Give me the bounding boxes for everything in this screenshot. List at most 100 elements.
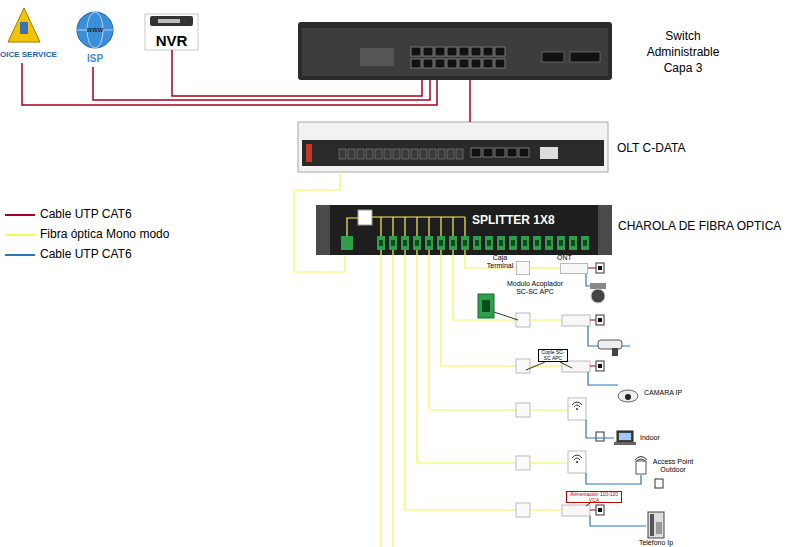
ont-device (562, 315, 590, 326)
olt-panel (540, 147, 558, 159)
cable-connector (22, 63, 437, 105)
node-label: Access Point Outdoor (648, 458, 698, 474)
node-label: NVR (145, 32, 198, 49)
node-label: Alimentación 110-120 VCA (567, 492, 621, 503)
legend-text: Cable UTP CAT6 (40, 247, 132, 261)
ip-phone: Teléfono Ip (646, 511, 666, 539)
node-label: ISP (75, 53, 115, 65)
splitter-box (358, 210, 372, 225)
fiber-patch (530, 320, 568, 510)
fiber-wire (372, 217, 465, 236)
terminal-box (516, 503, 530, 517)
node-label: OLT C-DATA (617, 142, 685, 156)
power-plug (596, 263, 604, 273)
node-label: Switch Administrable Capa 3 (640, 28, 726, 76)
node-label: ONT (557, 254, 572, 262)
cable-connector (469, 80, 471, 122)
switch-leds (360, 48, 394, 66)
terminal-box: Caja Terminal (516, 261, 530, 275)
laptop (619, 433, 631, 440)
wifi-ont (568, 398, 586, 420)
terminal-box (516, 313, 530, 327)
cable-connector (172, 50, 422, 96)
legend-item: Cable UTP CAT6 (0, 207, 200, 223)
outlet-icon (596, 432, 604, 441)
utp-cable (586, 274, 646, 526)
ip-phone (650, 514, 654, 536)
power-callout: Alimentación 110-120 VCA (566, 491, 622, 503)
olt-front (302, 140, 604, 166)
cable-connector (93, 67, 430, 100)
node-label: CHAROLA DE FIBRA OPTICA (618, 220, 781, 234)
terminal-box (516, 359, 530, 373)
power-plug (596, 505, 604, 515)
legend-item: Fibra óptica Mono modo (0, 227, 200, 243)
ip-camera: CAMARA IP (618, 389, 638, 404)
fiber-wire (347, 218, 358, 236)
access-point: Access Point Outdoor (634, 457, 648, 474)
isp-globe (77, 12, 113, 48)
olt-accent (306, 144, 312, 162)
wifi-symbol (576, 461, 578, 463)
switch-front (302, 28, 608, 76)
isp-globe: wwwISP (75, 5, 115, 67)
terminal-box (516, 403, 530, 417)
legend-text: Cable UTP CAT6 (40, 207, 132, 221)
nvr-box (145, 14, 198, 50)
ont-device: ONT (560, 263, 588, 274)
nvr-device (158, 19, 180, 23)
nvr-box: NVR (145, 14, 198, 50)
leader-line (526, 362, 572, 370)
ont-device (562, 361, 590, 372)
node-label: Teléfono Ip (630, 539, 682, 547)
laptop (614, 442, 636, 445)
outlet-icon (655, 479, 663, 488)
ip-phone (648, 512, 664, 538)
leader-line (586, 503, 590, 506)
cable-connector (530, 267, 560, 268)
fiber-wire (381, 250, 516, 547)
dome-camera (618, 390, 638, 402)
olt-body (298, 122, 608, 172)
node-label: SPLITTER 1X8 (472, 214, 555, 228)
laptop (617, 431, 633, 442)
olt-device: OLT C-DATA (298, 122, 608, 172)
node-label: Caja Terminal (486, 254, 514, 270)
wifi-symbol (576, 408, 578, 410)
laptop: Indoor (614, 431, 636, 446)
dome-camera (625, 394, 631, 400)
wifi-ont (568, 451, 586, 473)
power-cable (588, 268, 596, 510)
ip-phone (656, 522, 662, 534)
olt-ethernet-ports (470, 147, 530, 159)
power-plug (598, 364, 602, 368)
ont-device (562, 505, 590, 516)
power-plug (596, 315, 604, 325)
power-plug (598, 508, 602, 512)
switch-sfp (570, 52, 600, 62)
fiber-tray (316, 205, 612, 255)
coupler-callout: Cople SC-SC APC (538, 349, 568, 362)
node-label: Indoor (640, 434, 660, 442)
tray-ear (598, 205, 612, 255)
node-label: OICE SERVICE (0, 50, 57, 59)
sc-adapter (341, 236, 353, 250)
coupler-icon (482, 300, 490, 312)
olt-pon-ports (338, 148, 464, 160)
legend-swatch (5, 234, 35, 236)
switch-body (298, 22, 612, 80)
legend-item: Cable UTP CAT6 (0, 247, 200, 263)
node-label: www (81, 26, 109, 34)
bullet-camera (598, 340, 622, 349)
terminal-box (516, 456, 530, 470)
leader-line (494, 312, 518, 320)
dome-camera (590, 283, 606, 289)
coupler-icon (478, 294, 494, 318)
node-label: CAMARA IP (644, 389, 682, 397)
switch-ports (410, 46, 506, 70)
wifi-symbol (635, 457, 647, 462)
wifi-symbol (572, 402, 582, 460)
switch-device: Switch Administrable Capa 3 (298, 22, 612, 80)
bullet-camera (612, 348, 618, 356)
